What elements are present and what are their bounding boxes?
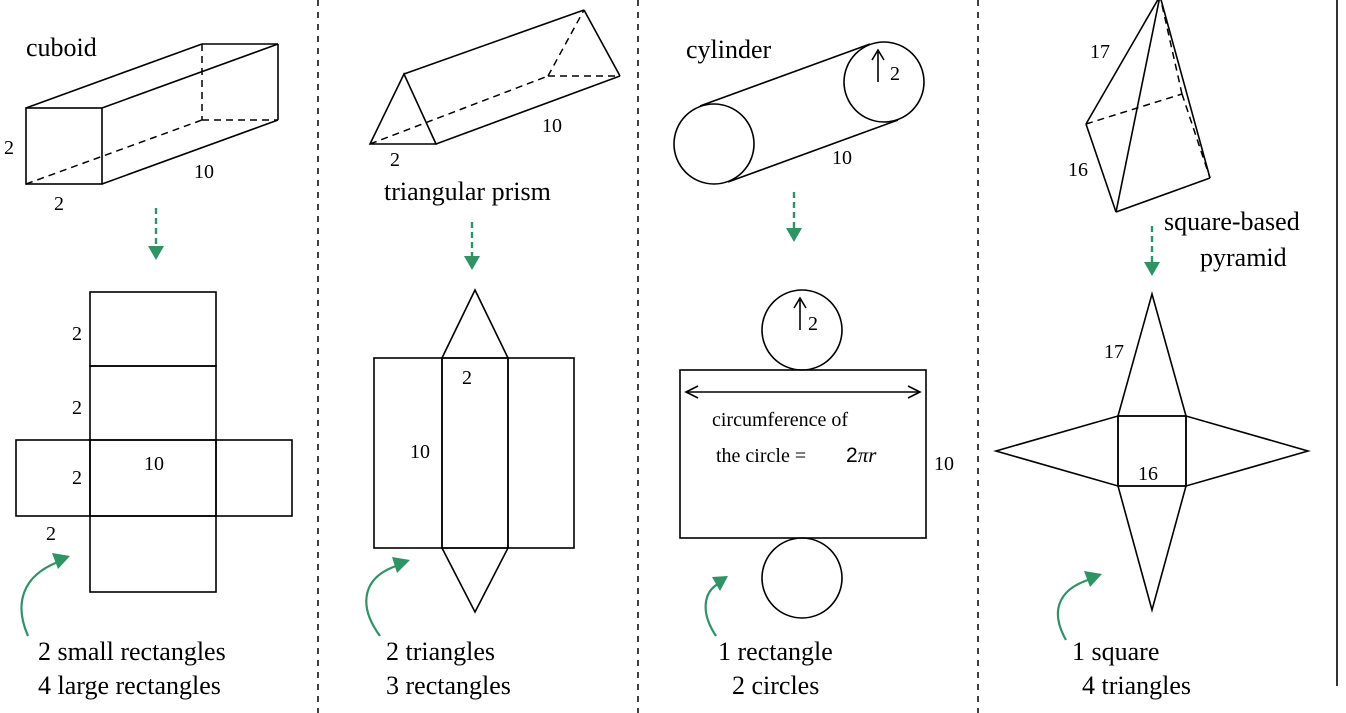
cuboid-curved-arrow [20, 553, 70, 637]
prism-net-length-label: 10 [410, 441, 430, 463]
cylinder-name: cylinder [686, 35, 772, 64]
pyramid-curved-arrow [1056, 571, 1102, 641]
cylinder-net-length-label: 10 [934, 453, 954, 475]
pyramid-caption-2: 4 triangles [1082, 671, 1191, 700]
prism-down-arrow [464, 222, 480, 270]
cuboid-net [15, 291, 293, 593]
formula-number: 2 [846, 444, 858, 467]
cylinder-radius-label: 2 [890, 63, 900, 85]
circumference-formula: 2πr [846, 443, 877, 467]
pyramid-net-slant-label: 17 [1104, 341, 1124, 363]
cuboid-solid [25, 43, 279, 185]
cylinder-down-arrow [786, 192, 802, 242]
cylinder-length-label: 10 [832, 147, 852, 169]
cuboid-down-arrow [148, 208, 164, 260]
pyramid-net [993, 291, 1311, 614]
pyramid-name-1: square-based [1164, 207, 1300, 236]
cuboid-net-label-2: 2 [72, 397, 82, 419]
cuboid-net-label-1: 2 [72, 323, 82, 345]
pyramid-name-2: pyramid [1200, 243, 1287, 272]
prism-name: triangular prism [384, 177, 551, 206]
cylinder-net-radius-label: 2 [808, 313, 818, 335]
prism-length-label: 10 [542, 115, 562, 137]
formula-r: r [868, 443, 877, 467]
prism-caption-1: 2 triangles [386, 637, 495, 666]
pyramid-caption-1: 1 square [1072, 637, 1159, 666]
cuboid-net-label-3: 2 [72, 467, 82, 489]
pyramid-down-arrow [1144, 226, 1160, 276]
cuboid-caption-2: 4 large rectangles [38, 671, 221, 700]
cuboid-height-label: 2 [4, 137, 14, 159]
pyramid-slant-label: 17 [1090, 41, 1110, 63]
prism-net-side-label: 2 [462, 367, 472, 389]
cuboid-name: cuboid [26, 33, 97, 62]
prism-caption-2: 3 rectangles [386, 671, 511, 700]
cuboid-caption-1: 2 small rectangles [38, 637, 226, 666]
prism-curved-arrow [365, 557, 410, 637]
cuboid-net-label-5: 2 [46, 523, 56, 545]
circumference-line-1: circumference of [712, 409, 848, 431]
prism-side-label: 2 [390, 149, 400, 171]
circumference-line-2: the circle = [716, 445, 806, 467]
formula-pi: π [858, 443, 869, 467]
pyramid-solid [1085, 0, 1211, 213]
cylinder-caption-1: 1 rectangle [718, 637, 833, 666]
cuboid-length-label: 10 [194, 161, 214, 183]
cylinder-net [679, 289, 927, 619]
prism-solid [368, 9, 621, 145]
pyramid-net-base-label: 16 [1138, 463, 1158, 485]
pyramid-base-label: 16 [1068, 159, 1088, 181]
cuboid-width-label: 2 [54, 193, 64, 215]
cylinder-solid [673, 41, 925, 185]
cylinder-caption-2: 2 circles [732, 671, 819, 700]
cylinder-curved-arrow [704, 576, 728, 637]
cuboid-net-label-4: 10 [144, 453, 164, 475]
prism-net [373, 288, 575, 614]
